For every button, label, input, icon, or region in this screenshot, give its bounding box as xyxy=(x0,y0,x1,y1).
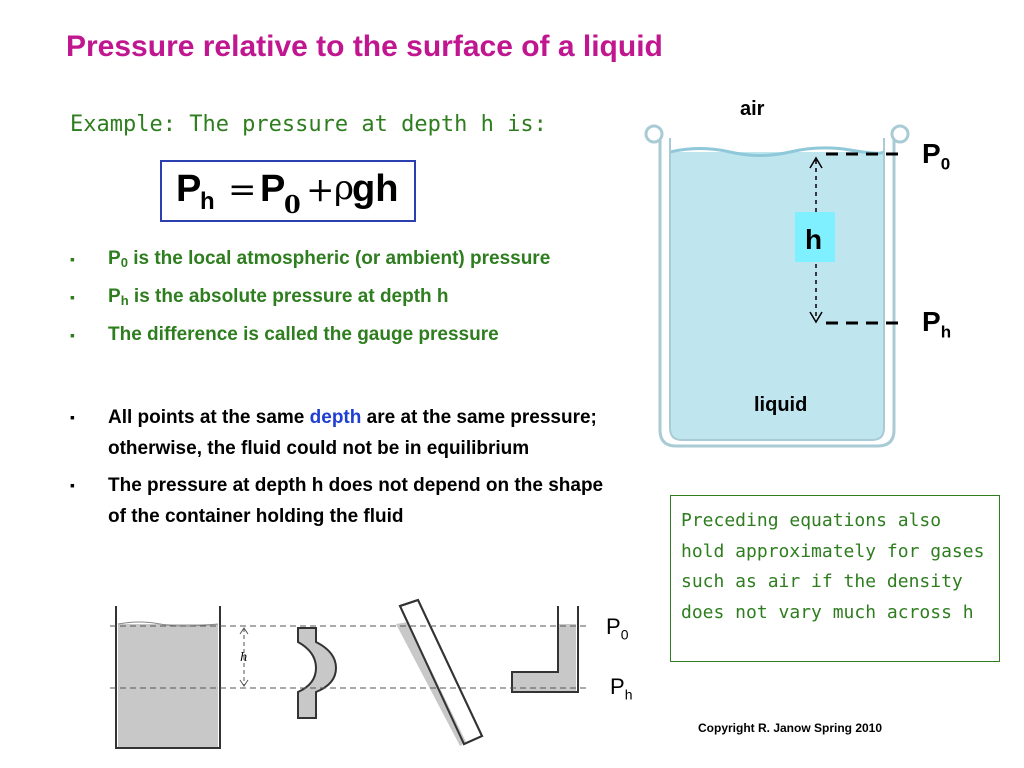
bullet-mark: ▪ xyxy=(70,409,75,425)
liquid-label: liquid xyxy=(754,394,808,416)
symbol-p: P xyxy=(108,286,121,307)
beaker-diagram xyxy=(644,124,910,448)
formula-lhs: P xyxy=(176,168,202,210)
symbol-sub: 0 xyxy=(120,255,128,270)
bottom-h-label: h xyxy=(240,650,248,664)
container-3-fill xyxy=(396,622,466,746)
copyright-text: Copyright R. Janow Spring 2010 xyxy=(698,721,883,735)
arrow-up-icon xyxy=(239,627,249,635)
list-item: ▪ The pressure at depth h does not depen… xyxy=(66,470,626,532)
h-label: h xyxy=(805,224,823,255)
black-bullet-list: ▪ All points at the same depth are at th… xyxy=(66,402,626,538)
arrow-down-icon xyxy=(239,679,249,687)
h-box xyxy=(795,212,835,262)
container-1-fill xyxy=(118,624,218,748)
beaker-inner xyxy=(669,138,885,441)
beaker-rim-right xyxy=(890,124,910,144)
formula-p0: P xyxy=(260,168,286,210)
container-2 xyxy=(297,627,338,719)
bullet-text: All points at the same xyxy=(108,407,310,428)
formula-gh: gh xyxy=(352,168,399,210)
container-shapes-diagram xyxy=(110,598,590,749)
formula-box: P h = P 0 + ρ gh xyxy=(160,160,416,222)
formula-p0-sub: 0 xyxy=(284,190,301,219)
symbol-sub: h xyxy=(120,293,129,308)
list-item: ▪ P0 is the local atmospheric (or ambien… xyxy=(66,246,646,276)
bullet-text: are at the same pressure; otherwise, the… xyxy=(108,407,597,459)
container-1 xyxy=(115,606,221,749)
bullet-mark: ▪ xyxy=(70,251,75,267)
bottom-ph-label: Ph xyxy=(610,674,633,703)
ph-label: Ph xyxy=(922,306,952,342)
bullet-text: The difference is called the gauge press… xyxy=(108,324,499,345)
liquid-surface xyxy=(669,146,885,157)
highlight-depth: depth xyxy=(309,407,362,428)
symbol-p: P xyxy=(108,248,121,269)
list-item: ▪ The difference is called the gauge pre… xyxy=(66,322,646,348)
formula-plus: + xyxy=(306,170,335,210)
container-4 xyxy=(511,606,579,693)
beaker-outer xyxy=(658,138,896,448)
container-4-fill xyxy=(512,624,576,692)
example-text: Example: The pressure at depth h is: xyxy=(70,112,547,137)
container-3-tube xyxy=(398,598,484,746)
green-bullet-list: ▪ P0 is the local atmospheric (or ambien… xyxy=(66,246,646,356)
formula-equals: = xyxy=(228,170,257,210)
bullet-mark: ▪ xyxy=(70,477,75,493)
p0-label: P0 xyxy=(922,138,951,174)
bullet-text: is the local atmospheric (or ambient) pr… xyxy=(127,248,551,269)
bullet-mark: ▪ xyxy=(70,327,75,343)
bullet-text: is the absolute pressure at depth h xyxy=(128,286,449,307)
arrow-up-icon xyxy=(809,156,823,169)
note-box: Preceding equations also hold approximat… xyxy=(670,495,1000,662)
beaker-rim-left xyxy=(644,124,664,144)
bullet-text: The pressure at depth h does not depend … xyxy=(108,475,604,527)
arrow-down-icon xyxy=(809,311,823,324)
formula-rho: ρ xyxy=(334,168,354,208)
bullet-mark: ▪ xyxy=(70,289,75,305)
bottom-p0-label: P0 xyxy=(606,614,629,643)
list-item: ▪ Ph is the absolute pressure at depth h xyxy=(66,284,646,314)
formula-lhs-sub: h xyxy=(200,188,215,215)
list-item: ▪ All points at the same depth are at th… xyxy=(66,402,626,464)
slide-title: Pressure relative to the surface of a li… xyxy=(66,30,663,63)
air-label: air xyxy=(740,98,765,120)
